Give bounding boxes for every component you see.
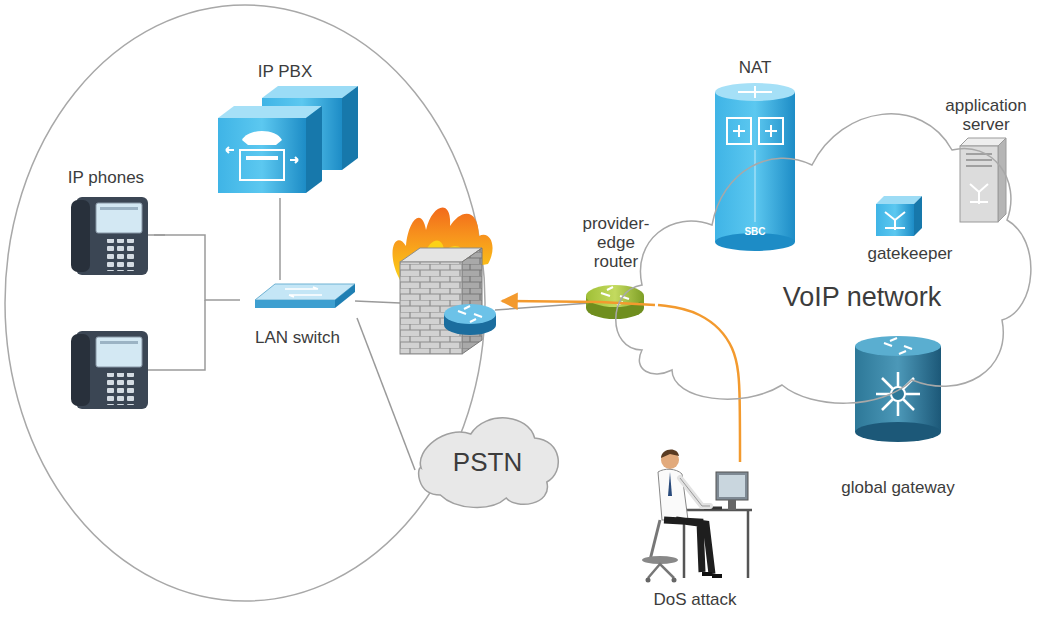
device-label: IP phones <box>60 168 152 187</box>
device-label: LAN switch <box>240 328 355 347</box>
pstn-cloud: PSTN <box>415 410 562 510</box>
gateway-node: global gateway <box>838 335 960 503</box>
device-label: VoIP network <box>762 282 962 312</box>
device-label: DoS attack <box>630 590 760 609</box>
attack-path <box>658 305 740 462</box>
device-label: global gateway <box>838 478 958 497</box>
device-marking: SBC <box>735 226 775 237</box>
device-label: application server <box>936 96 1036 134</box>
switch-node: LAN switch <box>240 280 357 352</box>
phones-node: IP phones <box>60 165 154 415</box>
pbx-node: IP PBX <box>210 58 362 198</box>
server-node: application server <box>936 95 1038 225</box>
device-label: provider-edge router <box>576 214 656 271</box>
network-link <box>154 235 240 300</box>
device-label: NAT <box>708 58 802 77</box>
gatekeeper-node: gatekeeper <box>860 190 962 268</box>
network-link <box>357 318 415 470</box>
voip-cloud: VoIP network NAT SBC application server gate… <box>612 50 1040 505</box>
cloud-path <box>616 114 1031 403</box>
device-label: gatekeeper <box>860 244 960 263</box>
nat-node: NAT SBC <box>708 55 804 255</box>
device-label: IP PBX <box>210 62 360 81</box>
device-label: PSTN <box>415 448 560 477</box>
router-node: provider-edge router <box>576 212 658 320</box>
network-link <box>279 198 281 280</box>
attacker-node: DoS attack <box>630 462 762 612</box>
